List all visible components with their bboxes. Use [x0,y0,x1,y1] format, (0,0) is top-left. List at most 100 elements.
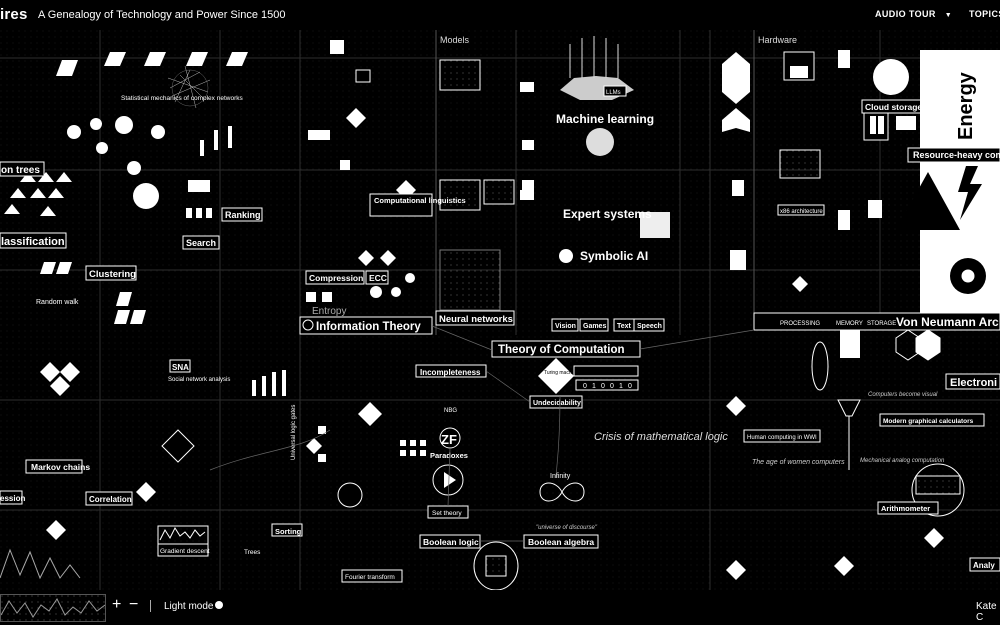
audio-tour-button[interactable]: AUDIO TOUR ▼ [875,9,952,19]
label-neural-networks[interactable]: Neural networks [435,310,515,326]
label-games[interactable]: Games [579,318,609,332]
svg-text:Boolean logic: Boolean logic [423,537,479,547]
label-computers-become-visual: Computers become visual [868,392,938,398]
label-undecidability[interactable]: Undecidability [529,395,583,409]
label-social-network-analysis[interactable]: Social network analysis [168,377,230,383]
left-labels: Statistical mechanics of complex network… [121,95,243,102]
svg-text:ZF: ZF [441,432,457,447]
label-machine-learning[interactable]: Machine learning [556,112,654,126]
turing-tape: 0 1 0 0 1 0 [573,365,639,391]
svg-text:Computational linguistics: Computational linguistics [374,196,466,205]
app-subtitle: A Genealogy of Technology and Power Sinc… [38,9,286,21]
label-gradient-descent[interactable]: Gradient descent [157,543,210,557]
paradox-glyph [432,464,464,496]
label-boolean-algebra[interactable]: Boolean algebra [523,534,599,549]
label-universal-logic-gates[interactable]: Universal logic gates [291,405,297,460]
svg-text:Vision: Vision [555,323,576,330]
audio-tour-label: AUDIO TOUR [875,9,936,19]
label-ranking[interactable]: Ranking [221,207,263,222]
label-trees[interactable]: Trees [244,549,261,556]
label-computational-linguistics[interactable]: Computational linguistics [369,193,466,217]
label-correlation[interactable]: Correlation [85,491,133,506]
svg-text:Games: Games [583,323,606,330]
zoom-out-button[interactable]: − [129,596,139,613]
minimap[interactable] [0,594,106,622]
top-bar: ires A Genealogy of Technology and Power… [0,0,1000,30]
label-expert-systems[interactable]: Expert systems [563,207,652,221]
label-resource-heavy[interactable]: Resource-heavy comp [907,147,1000,163]
label-fourier-transform[interactable]: Fourier transform [341,569,403,583]
label-decision-trees[interactable]: on trees [0,161,45,177]
label-human-computing-ww1[interactable]: Human computing in WWI [743,429,821,443]
label-cloud-storage[interactable]: Cloud storage [861,99,923,114]
label-compression[interactable]: Compression [305,270,365,285]
label-arithmometer[interactable]: Arithmometer [877,501,939,515]
svg-text:Undecidability: Undecidability [533,400,581,407]
von-neumann-bar[interactable]: PROCESSING MEMORY STORAGE Von Neumann Ar… [753,312,1000,331]
hardware-glyphs [722,50,916,292]
light-mode-toggle[interactable]: Light mode [164,601,214,612]
label-sorting[interactable]: Sorting [271,523,303,537]
label-sna[interactable]: SNA [169,359,191,373]
svg-text:0: 0 [583,383,587,390]
label-statistical-mechanics[interactable]: Statistical mechanics of complex network… [121,95,243,102]
label-clustering[interactable]: Clustering [85,265,137,281]
svg-text:SNA: SNA [172,363,189,372]
label-random-walk[interactable]: Random walk [36,299,79,306]
svg-text:Resource-heavy comp: Resource-heavy comp [913,150,1000,160]
label-classification[interactable]: lassification [0,232,67,249]
label-crisis-math-logic[interactable]: Crisis of mathematical logic [594,431,728,443]
label-markov-chains[interactable]: Markov chains [25,459,90,474]
label-information-theory[interactable]: Information Theory [299,316,433,335]
genealogy-map[interactable]: Models Hardware St [0,30,1000,590]
svg-text:Sorting: Sorting [275,527,302,536]
svg-text:Crisis of mathematical logic: Crisis of mathematical logic [594,431,728,443]
label-incompleteness[interactable]: Incompleteness [415,364,487,378]
label-paradoxes[interactable]: Paradoxes [430,451,468,460]
label-speech[interactable]: Speech [633,318,665,332]
label-vision[interactable]: Vision [551,318,579,332]
label-regression[interactable]: ession [0,490,25,505]
svg-text:Cloud storage: Cloud storage [865,102,922,112]
label-nbg[interactable]: NBG [444,408,457,414]
map-canvas[interactable]: Models Hardware St [0,30,1000,590]
label-boolean-logic[interactable]: Boolean logic [419,534,481,549]
svg-text:Theory of Computation: Theory of Computation [498,344,625,356]
label-search[interactable]: Search [182,235,220,250]
label-ecc[interactable]: ECC [365,270,389,285]
svg-text:Text: Text [617,323,632,330]
label-symbolic-ai[interactable]: Symbolic AI [559,249,648,263]
warning-triangle [896,172,960,230]
label-entropy[interactable]: Entropy [312,306,346,317]
label-llms[interactable]: LLMs [603,85,627,97]
label-theory-of-computation[interactable]: Theory of Computation [491,340,641,358]
svg-text:Infinity: Infinity [550,473,571,480]
hand-glyph [569,36,619,78]
label-set-theory[interactable]: Set theory [427,505,469,519]
label-x86-architecture[interactable]: x86 architecture [777,204,825,216]
app-brand[interactable]: ires [0,6,28,23]
turing-machine-glyph[interactable]: Turing machine [538,358,578,394]
label-energy[interactable]: Energy [955,71,977,140]
zoom-in-button[interactable]: + [112,596,122,613]
label-modern-graphical-calculators[interactable]: Modern graphical calculators [879,413,985,427]
label-electronic[interactable]: Electroni [945,373,1000,390]
label-infinity[interactable]: Infinity [550,473,571,480]
electronic-hexes [895,329,941,361]
topics-button[interactable]: TOPICS [969,9,1000,19]
svg-text:Boolean algebra: Boolean algebra [528,537,594,547]
label-text[interactable]: Text [613,318,635,332]
light-mode-dot-icon[interactable] [215,601,223,609]
label-analy[interactable]: Analy [969,557,1000,572]
divider [150,600,151,612]
svg-text:x86 architecture: x86 architecture [780,209,823,215]
bottom-bar: + − Light mode Kate C [0,590,1000,625]
svg-text:0: 0 [628,383,632,390]
svg-text:Gradient descent: Gradient descent [160,548,210,555]
label-memory: MEMORY [836,321,863,327]
svg-text:Modern graphical calculators: Modern graphical calculators [883,418,974,425]
svg-text:1: 1 [592,383,596,390]
svg-text:LLMs: LLMs [606,90,621,96]
network-graph [167,65,211,109]
label-zf[interactable]: ZF [439,427,461,449]
